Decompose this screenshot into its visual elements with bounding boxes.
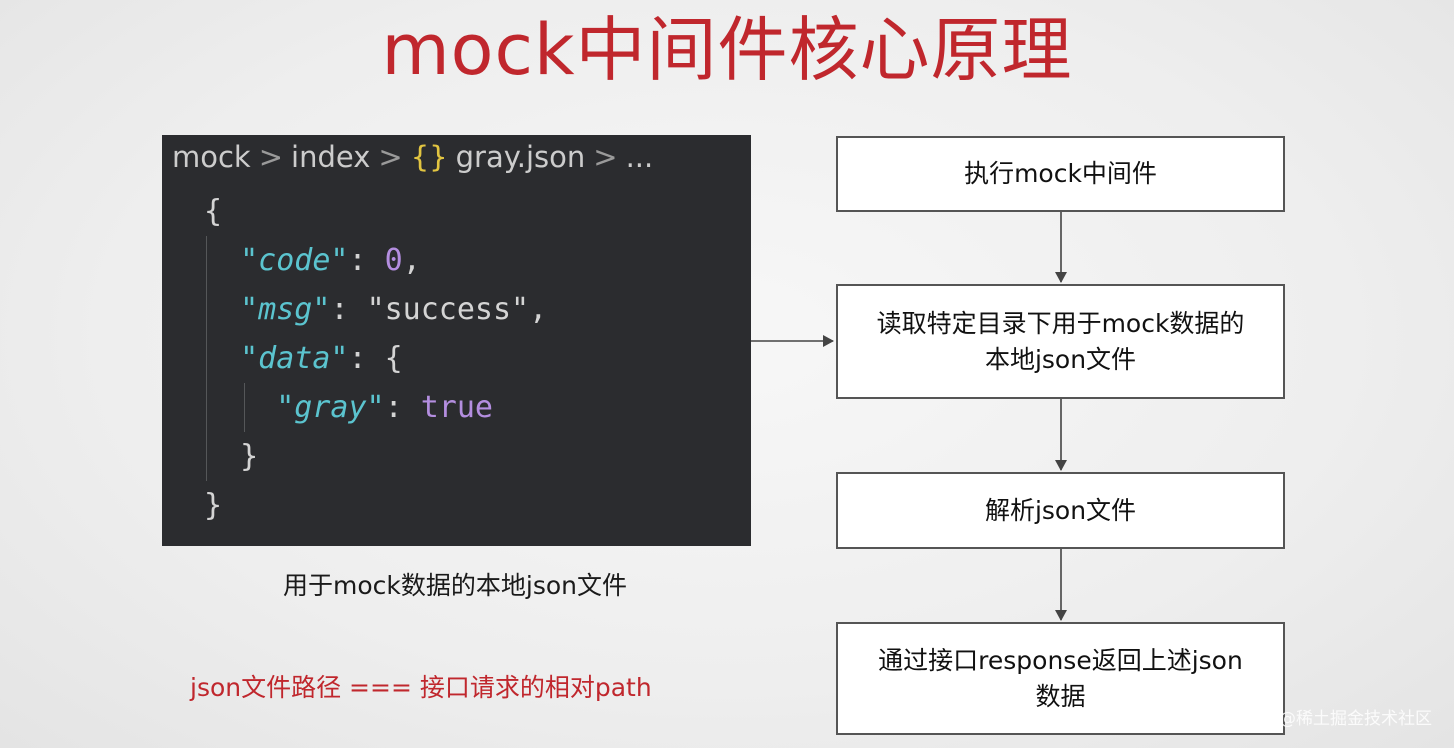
flow-step-3: 解析json文件 xyxy=(836,472,1285,549)
json-key-gray: "gray" xyxy=(276,390,385,425)
json-brace: } xyxy=(240,439,259,474)
page-title: mock中间件核心原理 xyxy=(381,9,1073,91)
json-key-msg: "msg" xyxy=(240,292,331,327)
code-caption: 用于mock数据的本地json文件 xyxy=(283,571,627,600)
indent-guide xyxy=(244,383,245,432)
chevron-right-icon: > xyxy=(593,140,618,174)
json-brace: { xyxy=(384,341,403,376)
json-key-data: "data" xyxy=(240,341,349,376)
flow-step-4: 通过接口response返回上述json数据 xyxy=(836,622,1285,735)
json-code: { "code": 0, "msg": "success", "data": {… xyxy=(204,194,548,523)
breadcrumb-item-mock[interactable]: mock xyxy=(172,140,251,174)
json-braces-icon: {} xyxy=(410,140,448,174)
flow-step-1: 执行mock中间件 xyxy=(836,136,1285,212)
json-value-gray: true xyxy=(420,390,493,425)
chevron-right-icon: > xyxy=(258,140,284,174)
json-brace: } xyxy=(204,488,223,523)
json-key-code: "code" xyxy=(240,243,349,278)
path-rule-note: json文件路径 === 接口请求的相对path xyxy=(190,673,652,702)
json-value-msg: "success" xyxy=(366,292,530,327)
breadcrumb-item-more[interactable]: ... xyxy=(625,140,654,174)
editor-breadcrumb: mock>index>{}gray.json>... xyxy=(172,135,653,179)
chevron-right-icon: > xyxy=(378,140,403,174)
breadcrumb-item-index[interactable]: index xyxy=(291,140,371,174)
breadcrumb-item-file[interactable]: gray.json xyxy=(455,140,586,174)
code-editor-panel: mock>index>{}gray.json>... { "code": 0, … xyxy=(162,135,751,546)
json-brace: { xyxy=(204,194,223,229)
indent-guide xyxy=(206,236,207,481)
json-value-code: 0 xyxy=(384,243,403,278)
watermark: @稀土掘金技术社区 xyxy=(1279,709,1432,729)
flow-step-2: 读取特定目录下用于mock数据的本地json文件 xyxy=(836,284,1285,399)
